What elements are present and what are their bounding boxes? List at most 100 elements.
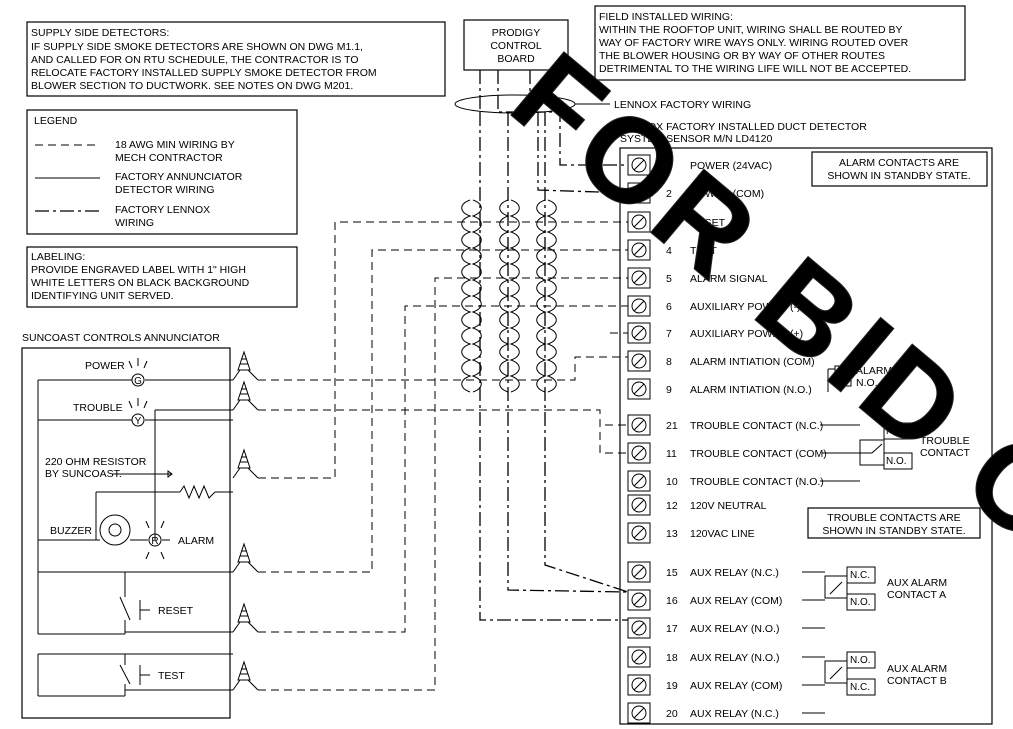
terminal-16: 16 AUX RELAY (COM) xyxy=(627,589,782,611)
alarm-lamp-icon: R xyxy=(145,518,165,560)
supply-side-note: SUPPLY SIDE DETECTORS: IF SUPPLY SIDE SM… xyxy=(26,21,446,97)
svg-text:WIRING: WIRING xyxy=(115,217,154,229)
lennox-wiring-label: LENNOX FACTORY WIRING xyxy=(614,99,751,111)
svg-text:IDENTIFYING UNIT SERVED.: IDENTIFYING UNIT SERVED. xyxy=(31,290,174,302)
svg-text:CONTACT B: CONTACT B xyxy=(887,675,947,687)
terminal-number: 6 xyxy=(666,301,672,313)
harness-coil xyxy=(499,199,510,393)
svg-text:DETECTOR WIRING: DETECTOR WIRING xyxy=(115,184,215,196)
svg-text:SHOWN IN STANDBY STATE.: SHOWN IN STANDBY STATE. xyxy=(822,525,965,537)
svg-text:BLOWER SECTION TO DUCTWORK. SE: BLOWER SECTION TO DUCTWORK. SEE NOTES ON… xyxy=(31,80,353,92)
svg-text:N.O.: N.O. xyxy=(850,597,871,608)
svg-text:AUX ALARM: AUX ALARM xyxy=(887,663,947,675)
terminal-number: 2 xyxy=(666,188,672,200)
terminal-label: AUX RELAY (N.O.) xyxy=(690,623,779,635)
power-label: POWER xyxy=(85,360,125,372)
terminal-number: 7 xyxy=(666,328,672,340)
labeling-note: LABELING: PROVIDE ENGRAVED LABEL WITH 1"… xyxy=(26,246,298,308)
svg-text:18 AWG MIN WIRING BY: 18 AWG MIN WIRING BY xyxy=(115,139,235,151)
terminal-label: AUX RELAY (N.O.) xyxy=(690,652,779,664)
svg-text:AUX ALARM: AUX ALARM xyxy=(887,577,947,589)
terminal-8: 8 ALARM INTIATION (COM) xyxy=(627,350,815,372)
terminal-number: 3 xyxy=(666,217,672,229)
svg-text:SUPPLY SIDE DETECTORS:: SUPPLY SIDE DETECTORS: xyxy=(31,27,169,39)
svg-text:TROUBLE CONTACTS ARE: TROUBLE CONTACTS ARE xyxy=(827,512,960,524)
field-wiring xyxy=(258,221,628,691)
svg-text:IF SUPPLY SIDE SMOKE DETECTORS: IF SUPPLY SIDE SMOKE DETECTORS ARE SHOWN… xyxy=(31,41,363,53)
svg-text:N.O.: N.O. xyxy=(850,655,871,666)
svg-text:TROUBLE: TROUBLE xyxy=(920,435,970,447)
harness-coil xyxy=(546,199,557,393)
wire-nut-icon xyxy=(232,448,259,479)
terminal-label: ALARM INTIATION (COM) xyxy=(690,356,815,368)
svg-text:BOARD: BOARD xyxy=(497,53,535,65)
buzzer-icon xyxy=(99,514,131,546)
svg-text:PRODIGY: PRODIGY xyxy=(492,27,540,39)
harness-coil xyxy=(509,199,520,393)
svg-text:WAY OF FACTORY WIRE WAYS ONLY.: WAY OF FACTORY WIRE WAYS ONLY. WIRING RO… xyxy=(599,37,909,49)
svg-text:FACTORY ANNUNCIATOR: FACTORY ANNUNCIATOR xyxy=(115,171,243,183)
svg-text:MECH CONTRACTOR: MECH CONTRACTOR xyxy=(115,152,223,164)
wire-nut-icon xyxy=(232,602,259,633)
detector-title: LENNOX FACTORY INSTALLED DUCT DETECTOR xyxy=(620,121,867,133)
power-lamp-icon: G xyxy=(128,358,148,387)
terminal-label: AUX RELAY (COM) xyxy=(690,680,782,692)
terminal-number: 19 xyxy=(666,680,678,692)
terminal-number: 5 xyxy=(666,273,672,285)
prodigy-control-board: PRODIGY CONTROL BOARD xyxy=(463,19,569,71)
alarm-state-note xyxy=(811,151,988,187)
reset-switch-icon xyxy=(119,596,150,621)
svg-text:CONTACT A: CONTACT A xyxy=(887,589,946,601)
test-label: TEST xyxy=(158,670,185,682)
trouble-lamp-icon: Y xyxy=(128,398,148,427)
terminal-label: AUX RELAY (N.C.) xyxy=(690,567,779,579)
terminal-number: 8 xyxy=(666,356,672,368)
terminal-number: 16 xyxy=(666,595,678,607)
wire-nut-icon xyxy=(232,380,259,411)
trouble-state-note xyxy=(807,507,981,539)
terminal-label: AUX RELAY (N.C.) xyxy=(690,708,779,720)
svg-text:THE BLOWER HOUSING OR BY WAY O: THE BLOWER HOUSING OR BY WAY OF OTHER RO… xyxy=(599,50,885,62)
annunciator-internal-wiring xyxy=(37,379,233,697)
svg-text:PROVIDE ENGRAVED LABEL WITH 1": PROVIDE ENGRAVED LABEL WITH 1" HIGH xyxy=(31,264,246,276)
svg-text:SHOWN IN STANDBY STATE.: SHOWN IN STANDBY STATE. xyxy=(827,170,970,182)
terminal-label: TROUBLE CONTACT (N.O.) xyxy=(690,476,824,488)
harness-coil xyxy=(461,199,472,393)
terminal-label: 120VAC LINE xyxy=(690,528,755,540)
duct-detector-box xyxy=(619,147,993,725)
svg-text:CONTROL: CONTROL xyxy=(490,40,541,52)
svg-text:RELOCATE FACTORY INSTALLED SUP: RELOCATE FACTORY INSTALLED SUPPLY SMOKE … xyxy=(31,67,377,79)
lennox-factory-wiring xyxy=(479,70,629,621)
svg-text:N.C.: N.C. xyxy=(886,426,906,437)
svg-text:WITHIN THE ROOFTOP UNIT, WIRIN: WITHIN THE ROOFTOP UNIT, WIRING SHALL BE… xyxy=(599,24,903,36)
wire-nut-icon xyxy=(232,350,259,381)
svg-text:ALARM: ALARM xyxy=(856,365,892,377)
terminal-number: 10 xyxy=(666,476,678,488)
harness-coil xyxy=(471,199,482,393)
terminal-number: 1 xyxy=(666,160,672,172)
terminal-number: 20 xyxy=(666,708,678,720)
svg-text:Y: Y xyxy=(135,416,142,427)
trouble-relay-symbol: N.C. N.O. TROUBLE CONTACT xyxy=(820,422,971,482)
trouble-label: TROUBLE xyxy=(73,402,123,414)
terminal-10: 10 TROUBLE CONTACT (N.O.) xyxy=(627,470,824,492)
terminal-label: AUX RELAY (COM) xyxy=(690,595,782,607)
svg-text:WHITE LETTERS ON BLACK BACKGRO: WHITE LETTERS ON BLACK BACKGROUND xyxy=(31,277,250,289)
terminal-number: 13 xyxy=(666,528,678,540)
test-switch-icon xyxy=(119,664,150,685)
terminal-label: 120V NEUTRAL xyxy=(690,500,767,512)
terminal-13: 13 120VAC LINE xyxy=(627,522,755,544)
terminal-number: 21 xyxy=(666,420,678,432)
terminal-label: TROUBLE CONTACT (COM) xyxy=(690,448,827,460)
